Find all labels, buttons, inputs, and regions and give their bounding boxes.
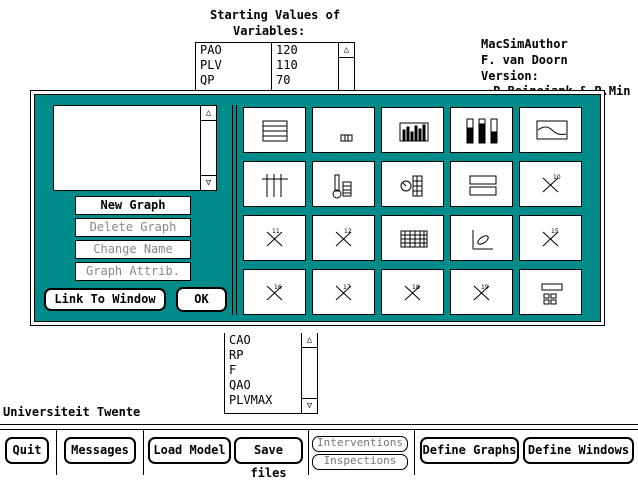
list-item[interactable]: PLVMAX [229,393,273,407]
scroll-down-icon[interactable]: ▽ [302,398,317,413]
variable-name[interactable]: PLV [200,58,222,72]
interventions-button[interactable]: Interventions [312,436,408,452]
starting-values-title: Starting Values of [210,8,341,22]
author-name: F. van Doorn [481,53,568,67]
slot-number: 15 [551,228,559,235]
scrollbar[interactable]: △ [338,43,354,103]
empty-slot-19[interactable]: 19 [450,269,513,315]
variable-value[interactable]: 120 [276,43,298,57]
scroll-down-icon[interactable]: ▽ [201,175,216,190]
empty-slot-12[interactable]: 12 [312,215,375,261]
quit-button[interactable]: Quit [5,437,49,464]
variable-name[interactable]: QP [200,73,215,87]
scroll-up-icon[interactable]: △ [302,333,317,348]
empty-slot-10[interactable]: 10 [519,161,582,207]
list-item[interactable]: F [229,363,237,377]
bar-chart-graph-icon[interactable] [381,107,444,153]
scrollbar[interactable]: △ ▽ [301,333,317,413]
define-graphs-dialog: △ ▽ New Graph Delete Graph Change Name G… [30,90,605,326]
slot-number: 11 [272,228,280,235]
load-model-button[interactable]: Load Model [148,437,231,464]
vertical-lines-graph-icon[interactable] [243,161,306,207]
multi-bar-graph-icon[interactable] [450,107,513,153]
delete-graph-button[interactable]: Delete Graph [75,218,191,237]
empty-slot-18[interactable]: 18 [381,269,444,315]
graph-list[interactable]: △ ▽ [53,105,217,191]
empty-slot-17[interactable]: 17 [312,269,375,315]
define-graphs-button[interactable]: Define Graphs [420,437,519,464]
list-item[interactable]: CAO [229,333,251,347]
variables-list[interactable]: CAO RP F QAO PLVMAX △ ▽ [224,333,318,414]
inspections-button[interactable]: Inspections [312,454,408,470]
messages-button[interactable]: Messages [64,437,136,464]
ok-button[interactable]: OK [176,287,227,312]
empty-slot-11[interactable]: 11 [243,215,306,261]
version-label: Version: [481,69,539,83]
change-name-button[interactable]: Change Name [75,240,191,259]
starting-values-title-line2: Variables: [233,24,306,38]
list-item[interactable]: QAO [229,378,251,392]
thermometer-graph-icon[interactable] [312,161,375,207]
small-bar-graph-icon[interactable] [312,107,375,153]
scroll-up-icon[interactable]: △ [339,43,354,58]
line-plot-graph-icon[interactable] [519,107,582,153]
toolbar-divider [0,429,638,430]
slot-number: 12 [344,228,352,235]
slot-number: 17 [343,284,351,291]
toolbar [0,424,638,480]
institution-label: Universiteit Twente [3,405,141,419]
empty-slot-16[interactable]: 16 [243,269,306,315]
dial-graph-icon[interactable] [381,161,444,207]
slot-number: 16 [274,284,282,291]
toolbar-separator [143,430,144,475]
slot-number: 19 [481,284,489,291]
empty-slot-15[interactable]: 15 [519,215,582,261]
toolbar-separator [414,430,415,475]
list-item[interactable]: RP [229,348,244,362]
new-graph-button[interactable]: New Graph [75,196,191,215]
app-name: MacSimAuthor [481,37,568,51]
link-to-window-button[interactable]: Link To Window [44,288,166,311]
variable-value[interactable]: 110 [276,58,298,72]
slot-number: 18 [412,284,420,291]
block-layout-graph-icon[interactable] [519,269,582,315]
horizontal-lines-graph-icon[interactable] [243,107,306,153]
scroll-up-icon[interactable]: △ [201,106,216,121]
save-files-button[interactable]: Save files [234,437,303,480]
graph-attrib-button[interactable]: Graph Attrib. [75,262,191,281]
table-graph-icon[interactable] [381,215,444,261]
divider [232,105,237,315]
toolbar-separator [56,430,57,475]
slot-number: 10 [553,174,561,181]
variable-value[interactable]: 70 [276,73,291,87]
define-windows-button[interactable]: Define Windows [523,437,634,464]
toolbar-separator [308,430,309,475]
xy-plot-graph-icon[interactable] [450,215,513,261]
scrollbar[interactable]: △ ▽ [200,106,216,190]
variable-name[interactable]: PAO [200,43,222,57]
two-box-graph-icon[interactable] [450,161,513,207]
graph-type-grid: 10 11 12 15 [243,107,583,319]
